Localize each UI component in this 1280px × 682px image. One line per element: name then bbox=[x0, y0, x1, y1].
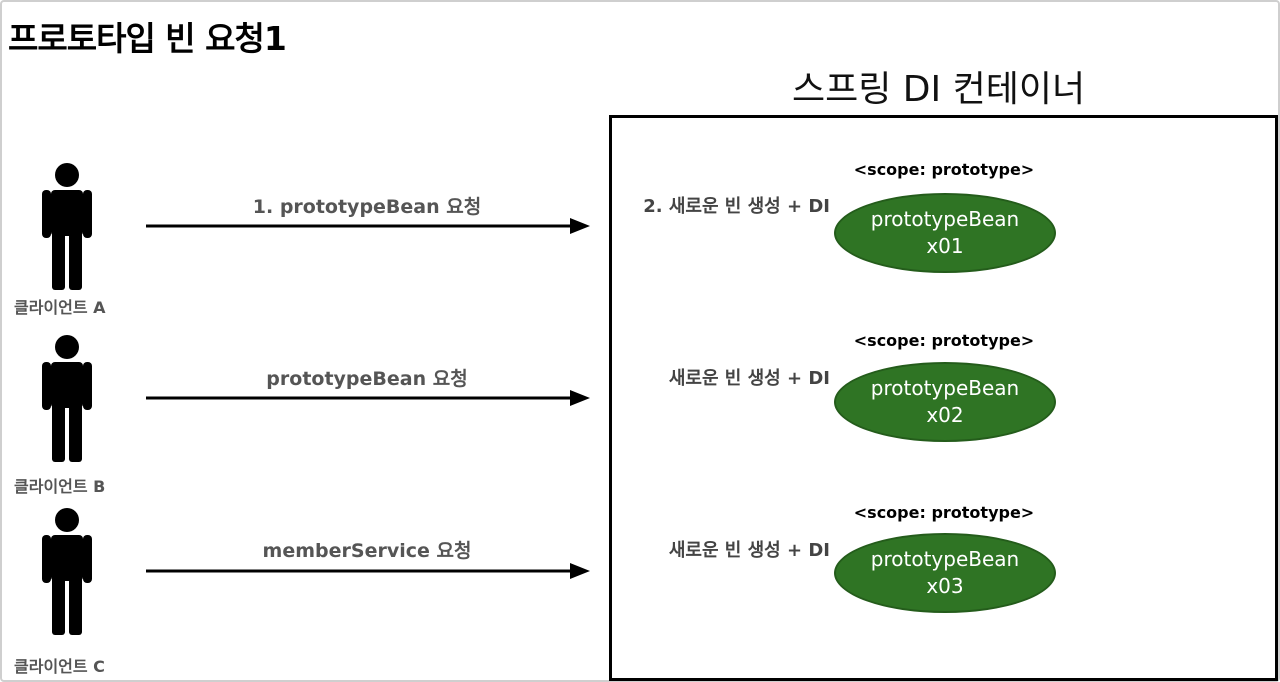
create-label-3: 새로운 빈 생성 + DI bbox=[668, 540, 830, 561]
person-icon bbox=[37, 162, 97, 290]
bean-name: prototypeBean bbox=[870, 376, 1020, 400]
create-label-2: 새로운 빈 생성 + DI bbox=[668, 368, 830, 389]
create-label-1: 2. 새로운 빈 생성 + DI bbox=[643, 196, 830, 217]
bean-name: prototypeBean bbox=[870, 207, 1020, 231]
client-label-c: 클라이언트 C bbox=[14, 657, 105, 676]
prototype-bean-x02: prototypeBean x02 bbox=[834, 362, 1056, 442]
page-title: 프로토타입 빈 요청1 bbox=[8, 19, 287, 58]
scope-label-1: <scope: prototype> bbox=[853, 160, 1035, 179]
arrow-right-icon bbox=[146, 563, 590, 579]
bean-id: x03 bbox=[926, 574, 964, 598]
bean-id: x02 bbox=[926, 403, 964, 427]
scope-label-3: <scope: prototype> bbox=[853, 503, 1035, 522]
client-label-a: 클라이언트 A bbox=[14, 298, 106, 317]
request-label-2: prototypeBean 요청 bbox=[266, 368, 468, 390]
bean-id: x01 bbox=[926, 234, 964, 258]
person-icon bbox=[37, 334, 97, 462]
client-label-b: 클라이언트 B bbox=[14, 477, 106, 496]
container-title: 스프링 DI 컨테이너 bbox=[792, 69, 1086, 110]
arrow-right-icon bbox=[146, 218, 590, 234]
person-icon bbox=[37, 507, 97, 635]
request-label-3: memberService 요청 bbox=[262, 540, 472, 562]
scope-label-2: <scope: prototype> bbox=[853, 331, 1035, 350]
prototype-bean-x01: prototypeBean x01 bbox=[834, 193, 1056, 273]
prototype-bean-x03: prototypeBean x03 bbox=[834, 533, 1056, 613]
arrow-right-icon bbox=[146, 390, 590, 406]
bean-name: prototypeBean bbox=[870, 547, 1020, 571]
request-label-1: 1. prototypeBean 요청 bbox=[252, 196, 482, 218]
